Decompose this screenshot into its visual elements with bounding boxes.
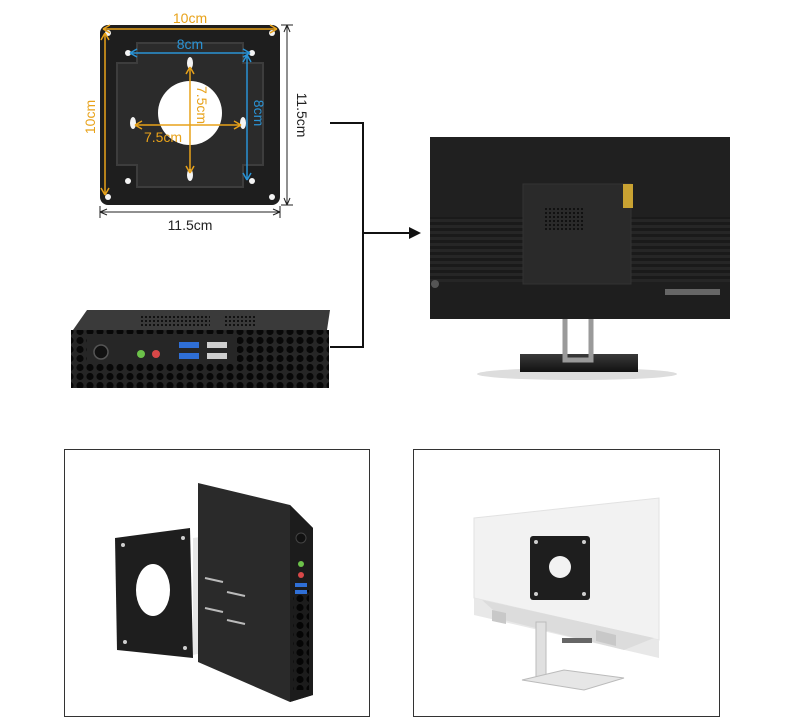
mounted-mini-pc: [522, 183, 632, 285]
audio-jack-green-icon: [137, 350, 145, 358]
usb-port-icon: [179, 342, 199, 348]
audio-jack-red-icon: [152, 350, 160, 358]
dim-outer-width-label: 11.5cm: [168, 217, 213, 233]
white-monitor-photo: [473, 497, 660, 691]
dim-hole-h-small-label: 7.5cm: [144, 129, 182, 145]
audio-jack-green-icon: [298, 561, 304, 567]
dim-hole-h-small: [134, 120, 242, 130]
dim-hole-h-large: [129, 48, 251, 58]
dim-hole-h-large-label: 8cm: [177, 36, 203, 52]
usb-port-icon: [295, 590, 307, 594]
usb-port-icon: [295, 583, 307, 587]
vesa-plate-diagram: 10cm 10cm 8cm 8cm 7.5cm 7.5cm 11.5cm: [82, 10, 310, 233]
dim-hole-v-small: [185, 66, 195, 174]
photo-frame-pc-with-plate: [64, 449, 370, 717]
white-monitor-stand-base: [521, 669, 625, 691]
dim-outer-height-label: 11.5cm: [294, 93, 310, 138]
dim-plate-height-label: 10cm: [82, 100, 98, 134]
dim-outer-height: [281, 24, 293, 206]
dim-outer-width: [99, 206, 281, 218]
dim-plate-height: [100, 32, 110, 196]
monitor-stand-base: [520, 354, 638, 372]
mini-pc-front-photo: [71, 310, 330, 388]
usb-port-icon: [179, 353, 199, 359]
power-button-icon: [295, 532, 307, 544]
dim-hole-v-large: [242, 54, 252, 181]
plate-screw-holes: [105, 30, 275, 200]
dim-hole-v-small-label: 7.5cm: [194, 86, 210, 124]
usb-port-icon: [207, 353, 227, 359]
usb-port-icon: [207, 342, 227, 348]
audio-jack-red-icon: [298, 572, 304, 578]
photo-frame-white-monitor: [413, 449, 720, 717]
dim-hole-v-large-label: 8cm: [251, 100, 267, 126]
mini-pc-tower: [198, 483, 313, 702]
monitor-back-photo: [430, 137, 730, 380]
dim-plate-width: [102, 24, 278, 34]
connector-arrow: [330, 122, 421, 348]
power-button-icon: [93, 344, 109, 360]
dim-plate-width-label: 10cm: [173, 10, 207, 26]
pc-with-plate-photo: [115, 483, 313, 702]
white-monitor-stand-neck: [535, 621, 547, 683]
